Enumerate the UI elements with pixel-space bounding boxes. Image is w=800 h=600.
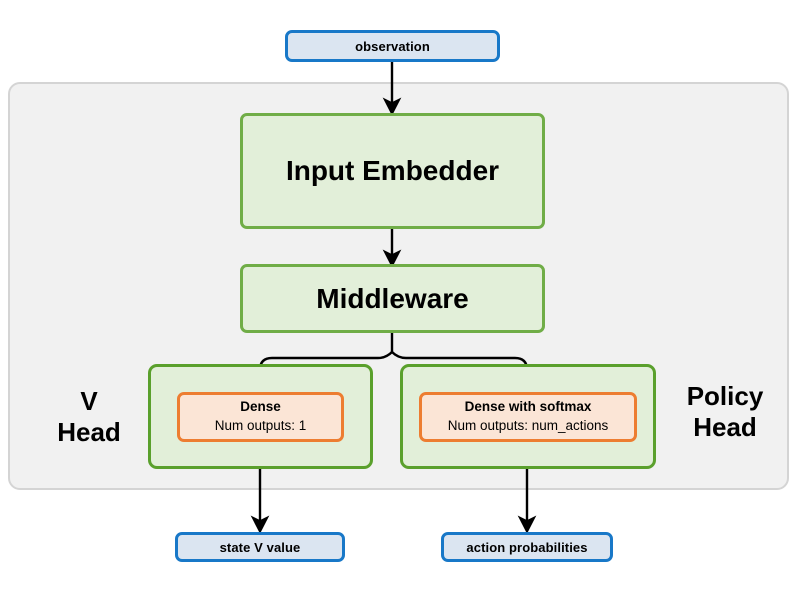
- action-probabilities-label: action probabilities: [466, 539, 588, 555]
- v-head-dense-box[interactable]: Dense Num outputs: 1: [177, 391, 344, 442]
- v-head-group[interactable]: Dense Num outputs: 1: [148, 364, 373, 469]
- observation-box[interactable]: observation: [285, 30, 500, 62]
- v-head-label: V Head: [34, 386, 144, 447]
- v-head-label-line1: V: [80, 386, 98, 416]
- state-v-value-label: state V value: [219, 539, 301, 555]
- v-head-dense-title: Dense: [240, 399, 281, 415]
- observation-label: observation: [355, 38, 430, 54]
- policy-head-group[interactable]: Dense with softmax Num outputs: num_acti…: [400, 364, 656, 469]
- policy-head-dense-box[interactable]: Dense with softmax Num outputs: num_acti…: [419, 391, 637, 442]
- input-embedder-box[interactable]: Input Embedder: [240, 113, 545, 229]
- policy-head-label-line1: Policy: [686, 381, 764, 411]
- middleware-box[interactable]: Middleware: [240, 264, 545, 333]
- middleware-label: Middleware: [316, 282, 469, 314]
- input-embedder-label: Input Embedder: [285, 155, 500, 186]
- state-v-value-box[interactable]: state V value: [175, 532, 345, 562]
- policy-head-label-line2: Head: [693, 411, 757, 442]
- v-head-label-line2: Head: [57, 416, 121, 447]
- policy-head-label: Policy Head: [662, 381, 788, 442]
- action-probabilities-box[interactable]: action probabilities: [441, 532, 613, 562]
- policy-head-dense-title: Dense with softmax: [464, 399, 592, 415]
- v-head-dense-subtitle: Num outputs: 1: [214, 417, 307, 433]
- policy-head-dense-subtitle: Num outputs: num_actions: [447, 417, 609, 433]
